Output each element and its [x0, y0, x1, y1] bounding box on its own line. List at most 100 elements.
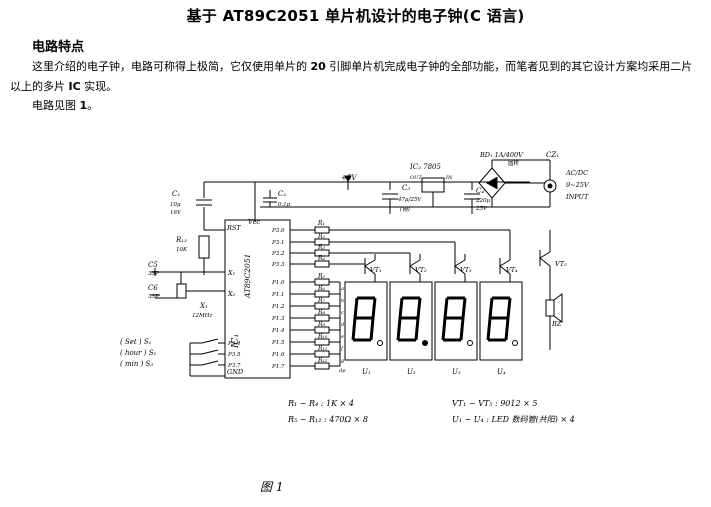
label-c1: C₁: [172, 190, 180, 198]
label-u2: U₂: [407, 368, 416, 376]
para-text-3: 实现。: [80, 80, 118, 93]
label-input: INPUT: [565, 193, 589, 201]
para-pin-count: 20: [310, 60, 326, 73]
label-vcc: Vcc: [248, 218, 260, 226]
label-c4-value2: 25V: [475, 206, 488, 212]
label-c3-value2: (钽): [400, 206, 410, 213]
label-buzzer: BZ: [551, 320, 562, 328]
label-c3: C₃: [402, 184, 410, 192]
bridge-rectifier: [478, 159, 545, 207]
switch-s2: [190, 349, 225, 355]
port-wires: [290, 226, 511, 370]
label-r3: R₃: [317, 244, 326, 251]
label-seg-c: c: [341, 310, 344, 316]
label-r9: R₉: [317, 321, 326, 328]
label-switch-s1: ( Set ) S₁: [120, 338, 152, 346]
label-p17: P1.7: [271, 364, 285, 370]
resistor-r13: [198, 229, 225, 275]
label-gnd: GND: [227, 368, 244, 376]
label-chip-ref: IC₁: [231, 334, 241, 349]
regulator-7805: [421, 177, 445, 207]
label-switch-s2: ( hour ) S₂: [120, 349, 157, 357]
power-rails: [203, 175, 530, 230]
label-c1-value1: 10μ: [170, 202, 181, 208]
label-seg-f: f: [340, 346, 344, 352]
label-vt1: VT₁: [370, 266, 382, 274]
figure-ref-number: 1: [79, 99, 88, 112]
label-c4-value1: 220μ: [475, 198, 490, 204]
label-r6: R₆: [317, 285, 326, 292]
label-c5: C5: [148, 261, 158, 269]
note-r5-r12: R₅ ~ R₁₂ : 470Ω × 8: [287, 415, 368, 424]
label-p31: P3.1: [271, 240, 284, 246]
label-x1-pin: X₁: [227, 269, 235, 277]
transistor-vt5: [539, 230, 551, 300]
transistor-vt3: [454, 254, 466, 282]
label-x2-pin: X₂: [227, 290, 236, 298]
label-p12: P1.2: [271, 304, 285, 310]
label-vt3: VT₃: [460, 266, 472, 274]
label-switch-s3: ( min ) S₃: [120, 360, 153, 368]
crystal-x1: [151, 268, 225, 299]
label-r2: R₂: [317, 233, 326, 240]
label-u4: U₄: [497, 368, 506, 376]
chip-at89c2051: [224, 219, 291, 379]
transistor-vt2: [409, 254, 421, 282]
label-ic2-out: OUT: [410, 175, 422, 181]
label-c4: C₄: [476, 187, 484, 195]
label-r5: R₅: [317, 273, 326, 280]
label-p30: P3.0: [271, 228, 285, 234]
display-u4: [479, 281, 523, 361]
note-u1-u4: U₁ ~ U₄ : LED 数码管(共阳) × 4: [452, 415, 575, 424]
label-c2-value: 0.1μ: [278, 202, 291, 208]
label-c3-value1: 47μ/25V: [397, 197, 422, 203]
label-c6: C6: [148, 284, 158, 292]
label-vt5: VT₅: [555, 260, 567, 268]
transistor-vt4: [499, 254, 511, 282]
label-seg-a: a: [341, 286, 344, 292]
label-r4: R₄: [317, 255, 326, 262]
label-p11: P1.1: [271, 292, 284, 298]
label-p14: P1.4: [271, 328, 285, 334]
capacitor-c3: [382, 193, 398, 207]
page-title: 基于 AT89C2051 单片机设计的电子钟(C 语言): [186, 7, 525, 25]
label-r11: R₁₁: [317, 345, 327, 352]
connector-cz1: [502, 159, 557, 208]
label-p34: P3.4: [227, 341, 241, 347]
label-vplus: +5V: [341, 174, 357, 182]
note-vt1-vt5: VT₁ ~ VT₅ : 9012 × 5: [452, 399, 537, 408]
transistor-vt1: [364, 254, 376, 282]
label-vt4: VT₄: [506, 266, 518, 274]
para-ic: IC: [68, 80, 81, 93]
circuit-schematic: C₁ 10μ 16V C₂ 0.1μ C₃ 47μ/25V (钽) C₄ 220…: [120, 151, 590, 494]
label-seg-g: g: [341, 358, 344, 364]
label-vt2: VT₂: [415, 266, 427, 274]
label-seg-d: d: [341, 322, 344, 328]
para-text-1: 这里介绍的电子钟，电路可称得上极简，它仅使用单片的: [32, 60, 311, 73]
label-c2: C₂: [278, 190, 286, 198]
section-heading: 电路特点: [32, 40, 85, 55]
label-r10: R₁₀: [317, 333, 328, 340]
label-u3: U₃: [452, 368, 461, 376]
figure-caption: 图 1: [260, 480, 283, 494]
capacitor-c4: [464, 193, 480, 207]
display-u1: [344, 281, 388, 361]
display-u2: [389, 281, 433, 361]
switch-s1: [190, 338, 225, 344]
label-ic2: IC₂ 7805: [409, 163, 442, 171]
label-xtal-value: 12MHz: [192, 313, 212, 319]
label-seg-b: b: [341, 298, 344, 304]
capacitor-c2: [263, 190, 277, 207]
figure-reference: 电路见图 1。: [32, 97, 98, 113]
label-p16: P1.6: [271, 352, 285, 358]
label-u1: U₁: [362, 368, 371, 376]
label-p33: P3.3: [271, 262, 285, 268]
label-r8: R₈: [317, 309, 326, 316]
capacitor-c1: [196, 199, 212, 206]
label-r13-value: 10K: [176, 247, 188, 253]
buzzer-bz: [545, 293, 563, 350]
label-r12: R₁₂: [317, 357, 328, 364]
label-input-voltage: 9~25V: [566, 181, 590, 189]
label-c6-value: 33P: [148, 294, 159, 300]
switch-s3: [189, 343, 225, 377]
